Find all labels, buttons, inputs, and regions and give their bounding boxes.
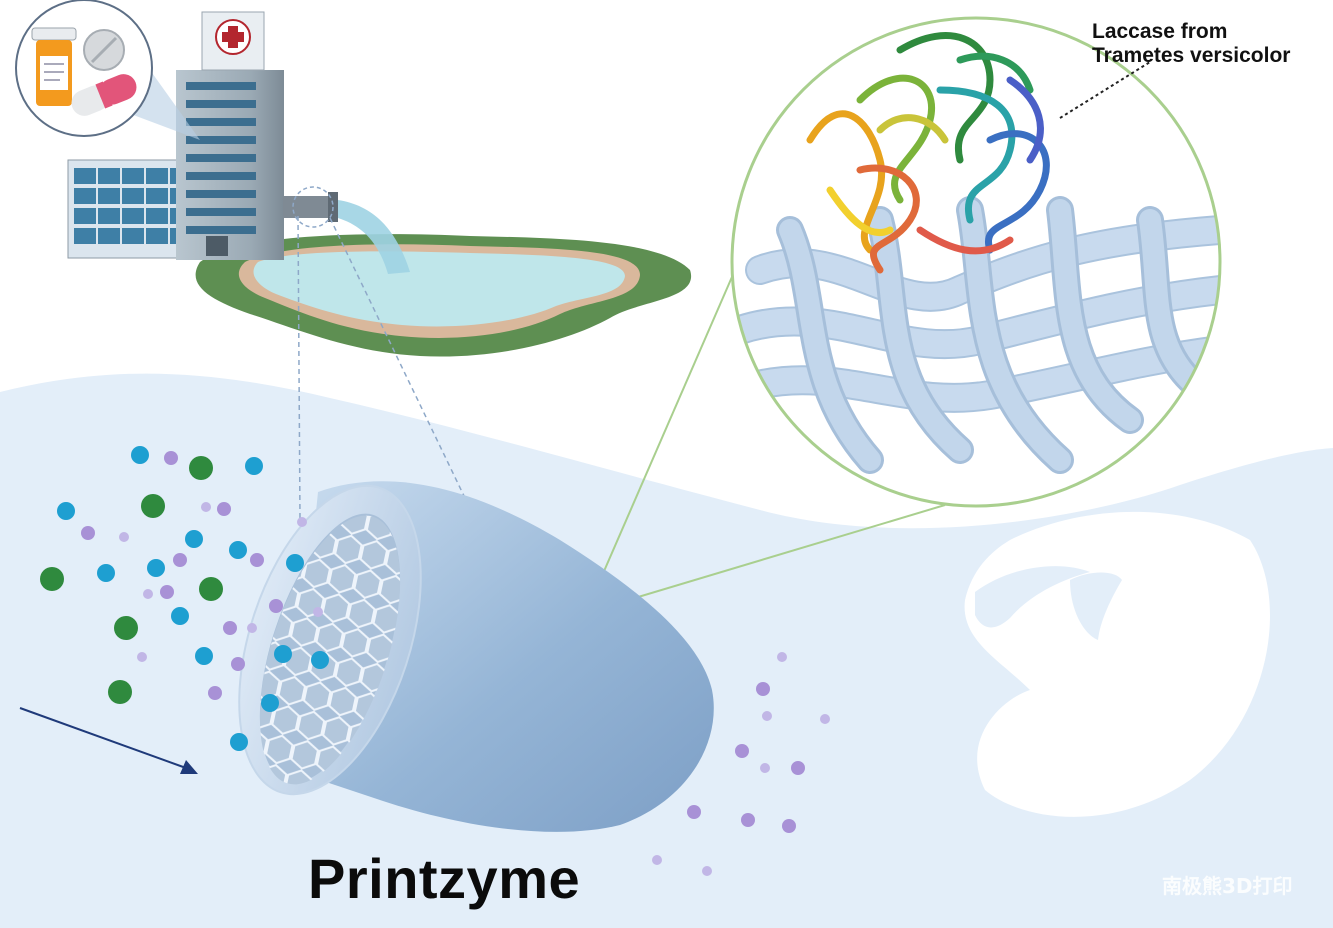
projection-lines — [297, 215, 466, 521]
flow-arrow — [19, 707, 198, 774]
red-cross-icon — [222, 26, 244, 48]
printzyme-filter — [238, 481, 714, 832]
zoom-lines — [597, 269, 946, 601]
lake — [195, 234, 692, 357]
pollutant-particles-downstream — [652, 652, 830, 876]
product-label: Printzyme — [308, 847, 581, 910]
enzyme-label: Laccase from Trametes versicolor — [1092, 20, 1290, 68]
capsule-icon — [71, 74, 137, 116]
hospital-building — [67, 11, 284, 260]
mesh-zoom-circle — [730, 16, 1222, 508]
wave-splash — [964, 511, 1270, 817]
outlet-pipe — [283, 186, 410, 274]
pill-bottle-icon — [31, 27, 77, 106]
tablet-icon — [83, 29, 125, 71]
laccase-enzyme — [806, 32, 1050, 274]
pollutant-particles-upstream — [40, 446, 329, 751]
enzyme-label-line2: Trametes versicolor — [1092, 44, 1291, 67]
watermark: 南极熊3D打印 — [1162, 874, 1293, 898]
enzyme-label-line1: Laccase from — [1092, 20, 1228, 43]
